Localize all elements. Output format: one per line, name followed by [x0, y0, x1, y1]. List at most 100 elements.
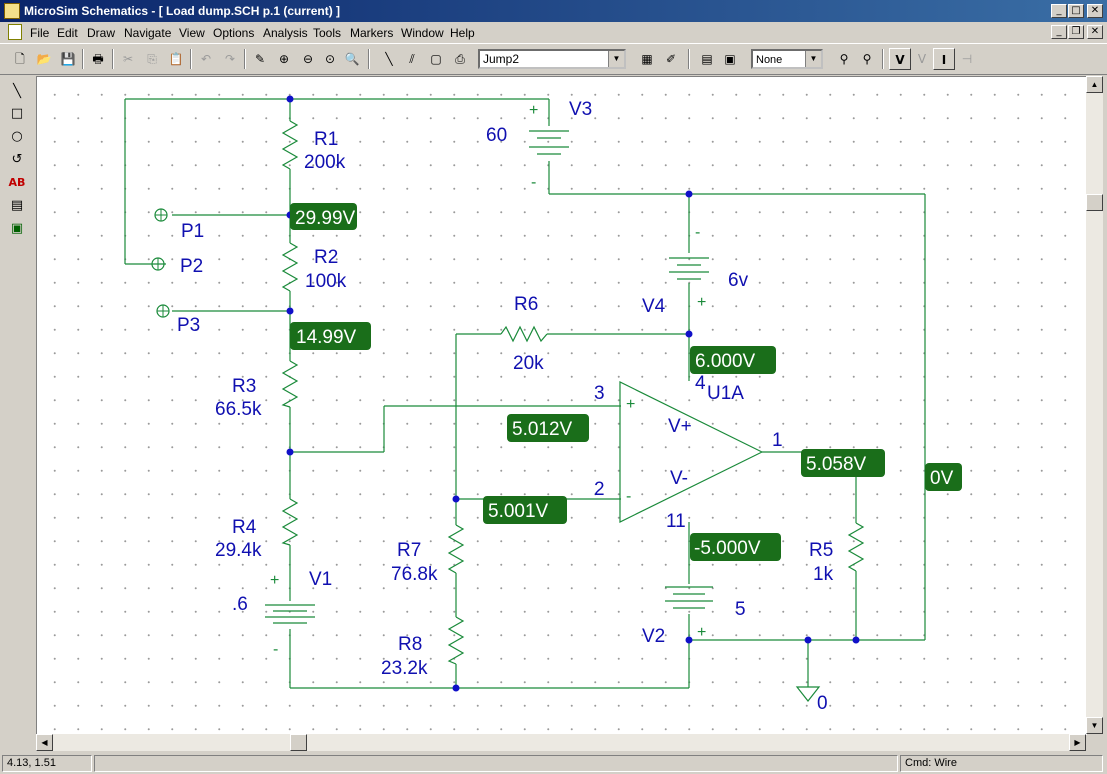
marker-combo[interactable]: None ▼ [751, 49, 823, 69]
current-marker-icon[interactable]: ⊣ [961, 52, 973, 66]
r1-ref[interactable]: R1 [314, 129, 338, 150]
open-folder-icon[interactable]: 📂 [36, 52, 52, 66]
setup-analysis-icon[interactable]: ▤ [701, 52, 713, 66]
port-p3[interactable]: P3 [177, 315, 200, 336]
voltage-marker-icon[interactable]: V [917, 52, 927, 66]
v4-ref[interactable]: V4 [642, 296, 666, 317]
menu-edit[interactable]: Edit [57, 26, 78, 40]
doc-restore-icon[interactable]: ❐ [1068, 25, 1084, 39]
picture-tool-icon[interactable]: ▣ [10, 221, 24, 236]
r5-ref[interactable]: R5 [809, 540, 833, 561]
part-name-combo[interactable]: Jump2 ▼ [478, 49, 626, 69]
box-tool-icon[interactable]: □ [10, 106, 24, 121]
copy-icon[interactable]: ⎘ [147, 52, 157, 66]
r4-value[interactable]: 29.4k [215, 540, 262, 561]
chevron-down-icon[interactable]: ▼ [805, 51, 821, 67]
v3-value[interactable]: 60 [486, 125, 507, 146]
doc-close-icon[interactable]: ✕ [1087, 25, 1103, 39]
paste-icon[interactable]: 📋 [168, 52, 184, 66]
menu-view[interactable]: View [179, 26, 205, 40]
r8-ref[interactable]: R8 [398, 634, 422, 655]
voltage-marker[interactable]: 0V [930, 468, 954, 489]
redo-icon[interactable]: ↷ [224, 52, 236, 66]
voltage-display-icon[interactable]: V [889, 48, 911, 70]
current-display-icon[interactable]: I [933, 48, 955, 70]
arc-tool-icon[interactable]: ↺ [11, 152, 23, 167]
voltage-marker[interactable]: 5.001V [488, 501, 549, 522]
r3-value[interactable]: 66.5k [215, 399, 262, 420]
r5-value[interactable]: 1k [813, 564, 834, 585]
voltage-marker[interactable]: -5.000V [694, 538, 761, 559]
horizontal-scrollbar[interactable]: ◀ ▶ [36, 734, 1086, 751]
v1-ref[interactable]: V1 [309, 569, 332, 590]
print-icon[interactable]: 🖶 [92, 52, 104, 66]
draw-bus-icon[interactable]: ⫽ [409, 52, 415, 66]
voltage-marker[interactable]: 6.000V [695, 351, 756, 372]
menu-window[interactable]: Window [401, 26, 444, 40]
voltage-marker[interactable]: 14.99V [296, 327, 357, 348]
schematic-canvas[interactable]: + - - + + - + + - R1 200k R2 100k R3 66.… [36, 76, 1087, 735]
vertical-scroll-thumb[interactable] [1086, 194, 1103, 211]
menu-draw[interactable]: Draw [87, 26, 116, 40]
draw-wire-icon[interactable]: ╲ [385, 52, 393, 66]
r2-value[interactable]: 100k [305, 271, 347, 292]
v1-value[interactable]: .6 [232, 594, 248, 615]
v3-ref[interactable]: V3 [569, 99, 592, 120]
horizontal-scroll-thumb[interactable] [290, 734, 307, 751]
r3-ref[interactable]: R3 [232, 376, 256, 397]
minimize-icon[interactable]: _ [1051, 4, 1067, 18]
v2-ref[interactable]: V2 [642, 626, 665, 647]
probe-icon[interactable]: ⚲ [839, 52, 849, 66]
text-tool-icon[interactable]: AB [8, 176, 26, 189]
text-box-tool-icon[interactable]: ▤ [10, 198, 24, 213]
edit-attributes-icon[interactable]: ▦ [641, 52, 653, 66]
scroll-down-icon[interactable]: ▼ [1086, 717, 1103, 734]
undo-icon[interactable]: ↶ [200, 52, 212, 66]
chevron-down-icon[interactable]: ▼ [608, 51, 624, 67]
r8-value[interactable]: 23.2k [381, 658, 428, 679]
zoom-area-icon[interactable]: ⊙ [324, 52, 336, 66]
menu-options[interactable]: Options [213, 26, 255, 40]
port-p2[interactable]: P2 [180, 256, 203, 277]
r4-ref[interactable]: R4 [232, 517, 257, 538]
r7-value[interactable]: 76.8k [391, 564, 438, 585]
menu-navigate[interactable]: Navigate [124, 26, 172, 40]
opamp-ref[interactable]: U1A [707, 383, 744, 404]
v4-value[interactable]: 6v [728, 270, 749, 291]
new-file-icon[interactable]: 🗋 [15, 52, 25, 66]
menu-analysis[interactable]: Analysis [263, 26, 308, 40]
save-icon[interactable]: 💾 [60, 52, 76, 66]
maximize-icon[interactable]: □ [1068, 4, 1084, 18]
edit-symbol-icon[interactable]: ✐ [665, 52, 677, 66]
r1-value[interactable]: 200k [304, 152, 346, 173]
menu-markers[interactable]: Markers [350, 26, 394, 40]
cut-icon[interactable]: ✂ [122, 52, 134, 66]
get-part-icon[interactable]: ⎙ [455, 52, 465, 66]
line-tool-icon[interactable]: ╲ [13, 84, 21, 99]
v2-value[interactable]: 5 [735, 599, 746, 620]
probe-area-icon[interactable]: ⚲ [862, 52, 872, 66]
menu-help[interactable]: Help [450, 26, 475, 40]
redraw-icon[interactable]: ✎ [254, 52, 266, 66]
scroll-right-icon[interactable]: ▶ [1069, 734, 1086, 751]
menu-tools[interactable]: Tools [313, 26, 342, 40]
app-icon[interactable] [4, 3, 20, 19]
r2-ref[interactable]: R2 [314, 247, 338, 268]
doc-minimize-icon[interactable]: _ [1051, 25, 1067, 39]
r6-value[interactable]: 20k [513, 353, 544, 374]
draw-block-icon[interactable]: ▢ [430, 52, 442, 66]
r6-ref[interactable]: R6 [514, 294, 538, 315]
simulate-icon[interactable]: ▣ [724, 52, 736, 66]
document-icon[interactable] [8, 24, 22, 40]
voltage-marker[interactable]: 29.99V [295, 208, 356, 229]
port-p1[interactable]: P1 [181, 221, 204, 242]
voltage-marker[interactable]: 5.012V [512, 419, 573, 440]
r7-ref[interactable]: R7 [397, 540, 421, 561]
zoom-out-icon[interactable]: ⊖ [302, 52, 314, 66]
scroll-up-icon[interactable]: ▲ [1086, 76, 1103, 93]
close-icon[interactable]: ✕ [1087, 4, 1103, 18]
vertical-scrollbar[interactable]: ▲ ▼ [1086, 76, 1103, 734]
zoom-in-icon[interactable]: ⊕ [278, 52, 290, 66]
circle-tool-icon[interactable]: ○ [11, 129, 23, 144]
menu-file[interactable]: File [30, 26, 50, 40]
